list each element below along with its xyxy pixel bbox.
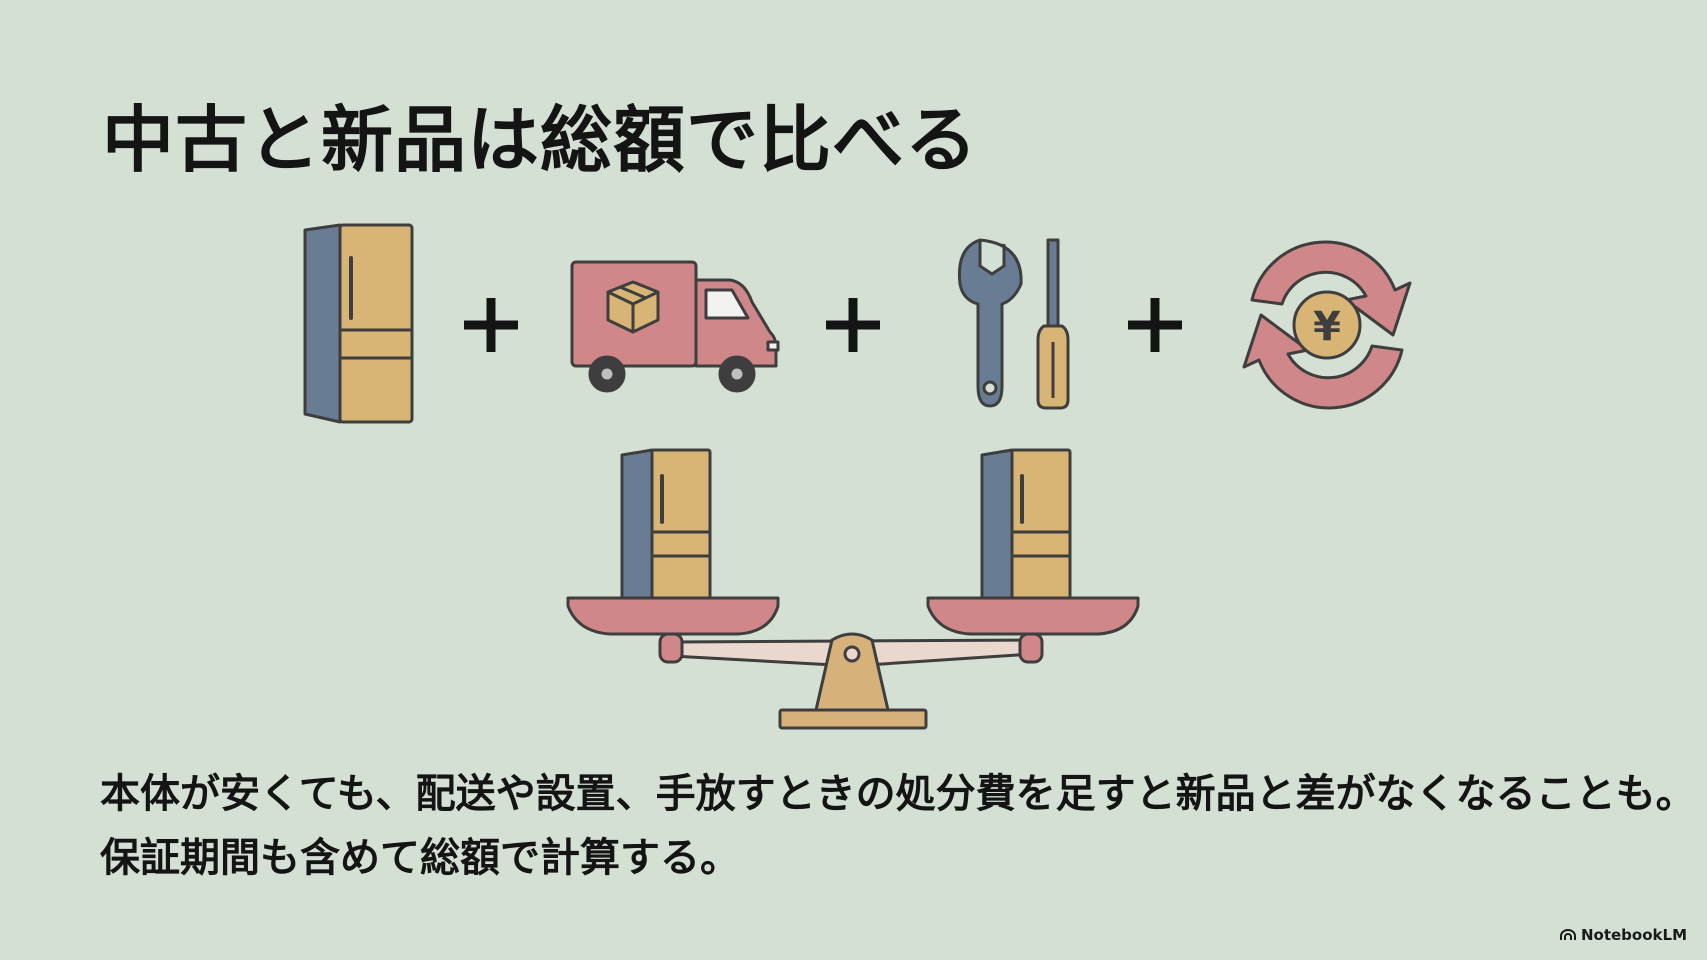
plus-icon xyxy=(826,298,880,352)
refrigerator-icon xyxy=(303,223,414,424)
left-refrigerator-icon xyxy=(620,448,712,600)
wrench-screwdriver-icon xyxy=(957,238,1070,410)
package-icon xyxy=(606,280,660,334)
plus-icon xyxy=(1128,298,1182,352)
slide-title: 中古と新品は総額で比べる xyxy=(102,98,979,182)
body-line-1: 本体が安くても、配送や設置、手放すときの処分費を足すと新品と差がなくなることも。 xyxy=(100,771,1696,817)
right-refrigerator-icon xyxy=(980,448,1072,600)
notebooklm-logo-icon xyxy=(1559,929,1576,940)
balance-scale-icon xyxy=(566,448,1140,730)
wrench-icon xyxy=(957,238,1023,408)
plus-icon xyxy=(464,298,518,352)
delivery-truck-icon xyxy=(570,260,780,393)
yen-symbol: ¥ xyxy=(1313,304,1341,350)
brand-watermark: NotebookLM xyxy=(1559,926,1687,944)
brand-name: NotebookLM xyxy=(1580,926,1687,944)
screwdriver-icon xyxy=(1036,238,1070,410)
yen-recycle-icon: ¥ xyxy=(1242,240,1412,410)
body-line-2: 保証期間も含めて総額で計算する。 xyxy=(100,835,740,881)
slide-body: 本体が安くても、配送や設置、手放すときの処分費を足すと新品と差がなくなることも。… xyxy=(100,762,1696,890)
